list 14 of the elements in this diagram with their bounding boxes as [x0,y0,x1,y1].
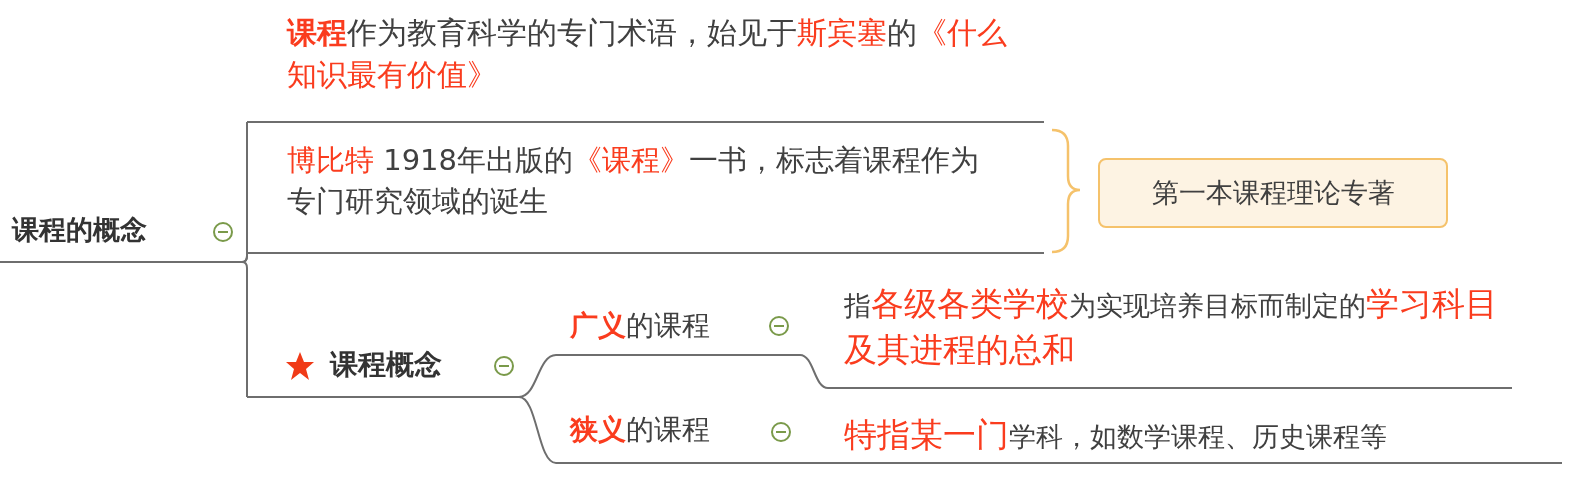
topic-text: 狭义的课程 [570,412,710,448]
topic-text: 课程的概念 [12,213,147,247]
topic-text: 指各级各类学校为实现培养目标而制定的学习科目及其进程的总和 [844,283,1499,372]
topic-text: 课程作为教育科学的专门术语，始见于斯宾塞的《什么知识最有价值》 [287,14,1007,94]
connector-line [799,462,829,464]
connector-line [241,261,248,398]
connector-line [518,396,557,464]
topic-text: 博比特 1918年出版的《课程》一书，标志着课程作为专门研究领域的诞生 [287,142,981,220]
topic-text: 广义的课程 [570,308,710,344]
connector-line [518,354,557,398]
topic-text: 特指某一门学科，如数学课程、历史课程等 [844,414,1388,456]
topic-text: 课程概念 [330,347,442,383]
connector-line [799,354,829,389]
summary-box: 第一本课程理论专著 [1098,158,1448,228]
